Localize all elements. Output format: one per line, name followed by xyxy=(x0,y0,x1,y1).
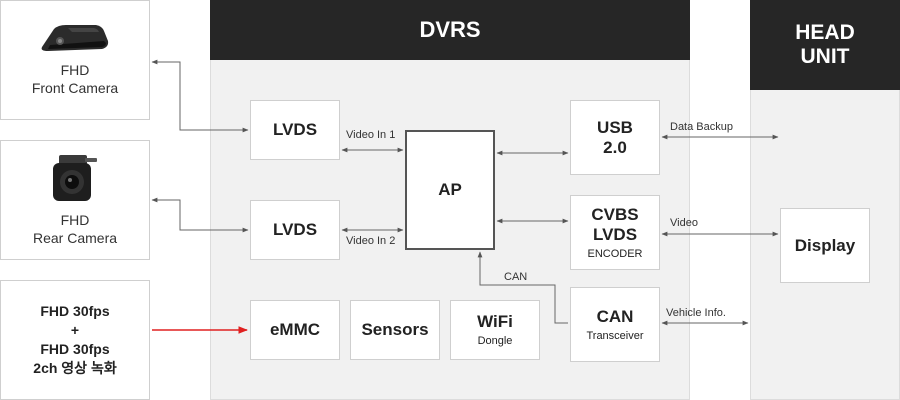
video-out-label: Video xyxy=(670,217,698,229)
wifi-label-line2: Dongle xyxy=(477,335,513,347)
emmc-label: eMMC xyxy=(269,320,321,339)
can-bus-label: CAN xyxy=(504,271,528,283)
cvbs-label-line2: LVDS xyxy=(592,224,638,244)
front-camera-icon xyxy=(41,25,109,51)
rear-camera-label-line1: FHD xyxy=(60,212,90,228)
head-unit-title-line1: HEAD xyxy=(795,21,855,44)
head-unit-header: HEAD UNIT xyxy=(750,0,900,90)
rear-camera-icon xyxy=(53,155,97,201)
rear-camera-label-line2: Rear Camera xyxy=(32,230,118,246)
wifi-dongle-block: WiFi Dongle xyxy=(450,300,540,360)
dvrs-title: DVRS xyxy=(419,17,481,42)
display-block: Display xyxy=(780,208,870,283)
usb-label-line2: 2.0 xyxy=(603,137,627,157)
recording-line3: FHD 30fps xyxy=(40,341,110,357)
cvbs-label-line1: CVBS xyxy=(591,204,639,224)
front-camera-connector xyxy=(151,59,249,133)
video-in-1-label: Video In 1 xyxy=(346,129,396,141)
ap-can-connector xyxy=(477,251,568,324)
recording-line2: + xyxy=(70,322,80,338)
recording-line4: 2ch 영상 녹화 xyxy=(33,360,117,376)
sensors-label: Sensors xyxy=(361,320,429,339)
can-label-line2: Transceiver xyxy=(586,329,644,342)
lvds-rear-label: LVDS xyxy=(272,220,318,239)
usb-label-line1: USB xyxy=(597,117,633,137)
display-label: Display xyxy=(794,235,856,255)
emmc-block: eMMC xyxy=(250,300,340,360)
usb-block: USB 2.0 xyxy=(570,100,660,175)
recording-line1: FHD 30fps xyxy=(40,303,110,319)
vehicle-info-label: Vehicle Info. xyxy=(666,307,726,319)
lvds-front-block: LVDS xyxy=(250,100,340,160)
can-transceiver-block: CAN Transceiver xyxy=(570,287,660,362)
cvbs-label-line3: ENCODER xyxy=(587,247,643,260)
sensors-block: Sensors xyxy=(350,300,440,360)
recording-spec-box: FHD 30fps + FHD 30fps 2ch 영상 녹화 xyxy=(0,280,150,400)
cvbs-encoder-block: CVBS LVDS ENCODER xyxy=(570,195,660,270)
dvrs-header: DVRS xyxy=(210,0,690,60)
wifi-label-line1: WiFi xyxy=(477,312,513,331)
ap-block: AP xyxy=(405,130,495,250)
can-label-line1: CAN xyxy=(596,306,634,326)
lvds-front-label: LVDS xyxy=(272,120,318,139)
front-camera-box: FHD Front Camera xyxy=(0,0,150,120)
data-backup-label: Data Backup xyxy=(670,121,733,133)
video-in-2-label: Video In 2 xyxy=(346,235,396,247)
rear-camera-connector xyxy=(151,197,249,233)
head-unit-title-line2: UNIT xyxy=(800,45,850,68)
rear-camera-box: FHD Rear Camera xyxy=(0,140,150,260)
ap-label: AP xyxy=(438,180,462,199)
lvds-rear-block: LVDS xyxy=(250,200,340,260)
front-camera-label-line2: Front Camera xyxy=(31,80,119,96)
front-camera-label-line1: FHD xyxy=(60,62,90,78)
